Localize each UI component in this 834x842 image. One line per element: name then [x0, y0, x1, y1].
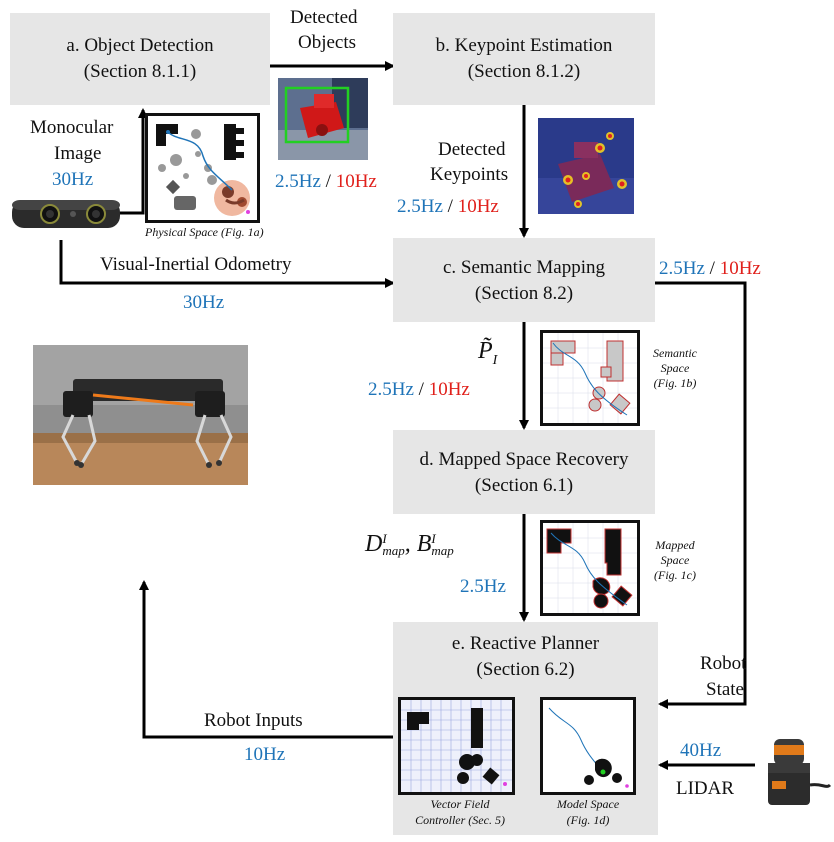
box-title: c. Semantic Mapping [443, 257, 605, 278]
arrow-vio-to-mapping [59, 240, 395, 288]
keypoint-photo [538, 118, 634, 214]
slash: / [709, 258, 715, 279]
semantic-space-map [540, 330, 640, 426]
label-state: State [706, 679, 744, 700]
rate-red: 10Hz [428, 379, 470, 400]
stereo-camera-icon [12, 200, 120, 228]
label-mapped-rate: 2.5Hz [460, 576, 506, 597]
keypoint-photo-drawing [538, 118, 634, 214]
label-objects: Objects [298, 32, 357, 53]
label-robot-inputs: Robot Inputs [204, 710, 303, 731]
caption-vector-1: Vector Field [430, 797, 490, 811]
b-subscript: map [431, 543, 454, 559]
rate-blue: 2.5Hz [397, 196, 443, 217]
label-monocular-rate: 30Hz [52, 169, 94, 190]
caption-mapped-2: Space [660, 553, 690, 567]
box-section: (Section 6.1) [474, 475, 574, 496]
label-lidar: LIDAR [676, 778, 735, 799]
label-detection-rate: 2.5Hz / 10Hz [275, 170, 377, 193]
caption-mapped-3: (Fig. 1c) [654, 568, 696, 582]
label-robot: Robot [700, 653, 747, 674]
physical-space-map [145, 113, 260, 223]
label-robot-inputs-rate: 10Hz [244, 744, 286, 765]
rate-blue: 2.5Hz [275, 171, 321, 192]
box-title: e. Reactive Planner [451, 633, 600, 654]
label-vio-rate: 30Hz [183, 292, 225, 313]
physical-map-drawing [156, 124, 250, 216]
caption-semantic-2: Space [660, 361, 690, 375]
mapped-map-drawing [543, 523, 637, 613]
label-lidar-rate: 40Hz [680, 740, 722, 761]
d-superscript: I [382, 531, 387, 547]
rate-blue: 2.5Hz [368, 379, 414, 400]
detection-photo-drawing [278, 78, 368, 160]
caption-semantic-3: (Fig. 1b) [653, 376, 697, 390]
box-title: d. Mapped Space Recovery [419, 449, 629, 470]
rate-red: 10Hz [335, 171, 377, 192]
lidar-device-icon [768, 739, 832, 805]
caption-model-2: (Fig. 1d) [566, 813, 610, 827]
box-object-detection: a. Object Detection (Section 8.1.1) [10, 13, 270, 105]
arrow-camera-to-detection [120, 108, 148, 215]
box-section: (Section 8.1.2) [467, 61, 581, 82]
vector-field-map [398, 697, 515, 795]
label-detected: Detected [290, 7, 358, 28]
mapped-space-map [540, 520, 640, 616]
rate-red: 10Hz [719, 258, 761, 279]
label-map-out-rate: 2.5Hz / 10Hz [659, 257, 761, 280]
p-subscript: I [492, 352, 498, 368]
box-section: (Section 8.2) [474, 283, 574, 304]
label-vio: Visual-Inertial Odometry [100, 254, 292, 275]
slash: / [447, 196, 453, 217]
box-section: (Section 8.1.1) [83, 61, 197, 82]
label-semantic-rate: 2.5Hz / 10Hz [368, 378, 470, 401]
box-title: a. Object Detection [66, 35, 214, 56]
box-mapped-space-recovery: d. Mapped Space Recovery (Section 6.1) [393, 430, 655, 514]
label-keypoint-rate: 2.5Hz / 10Hz [397, 195, 499, 218]
rate-red: 10Hz [457, 196, 499, 217]
model-space-drawing [548, 707, 629, 788]
semantic-map-drawing [543, 333, 637, 423]
robot-photo [33, 345, 248, 485]
rate-blue: 2.5Hz [659, 258, 705, 279]
vector-field-drawing [401, 700, 512, 792]
label-monocular: Monocular [30, 117, 114, 138]
slash: / [418, 379, 424, 400]
box-title: b. Keypoint Estimation [435, 35, 613, 56]
label-p-symbol: P̃I [478, 338, 498, 372]
b-superscript: I [431, 531, 436, 547]
b-symbol: B [416, 531, 432, 557]
p-symbol: P̃ [478, 338, 493, 364]
caption-physical-space: Physical Space (Fig. 1a) [145, 225, 264, 239]
box-semantic-mapping: c. Semantic Mapping (Section 8.2) [393, 238, 655, 322]
caption-model-1: Model Space [556, 797, 620, 811]
label-detected-kp: Detected [438, 139, 506, 160]
label-keypoints: Keypoints [430, 164, 509, 185]
d-symbol: D [365, 531, 383, 557]
box-keypoint-estimation: b. Keypoint Estimation (Section 8.1.2) [393, 13, 655, 105]
caption-mapped-1: Mapped [655, 538, 695, 552]
arrow-planner-to-robot [139, 580, 393, 739]
label-image: Image [54, 143, 102, 164]
slash: / [325, 171, 331, 192]
arrow-mapping-to-planner-state [655, 281, 747, 709]
d-subscript: map [382, 543, 405, 559]
robot-photo-drawing [33, 345, 248, 485]
box-section: (Section 6.2) [476, 659, 575, 680]
model-space-map [540, 697, 636, 795]
detection-photo [278, 78, 368, 160]
caption-semantic-1: Semantic [653, 346, 697, 360]
caption-vector-2: Controller (Sec. 5) [415, 813, 505, 827]
